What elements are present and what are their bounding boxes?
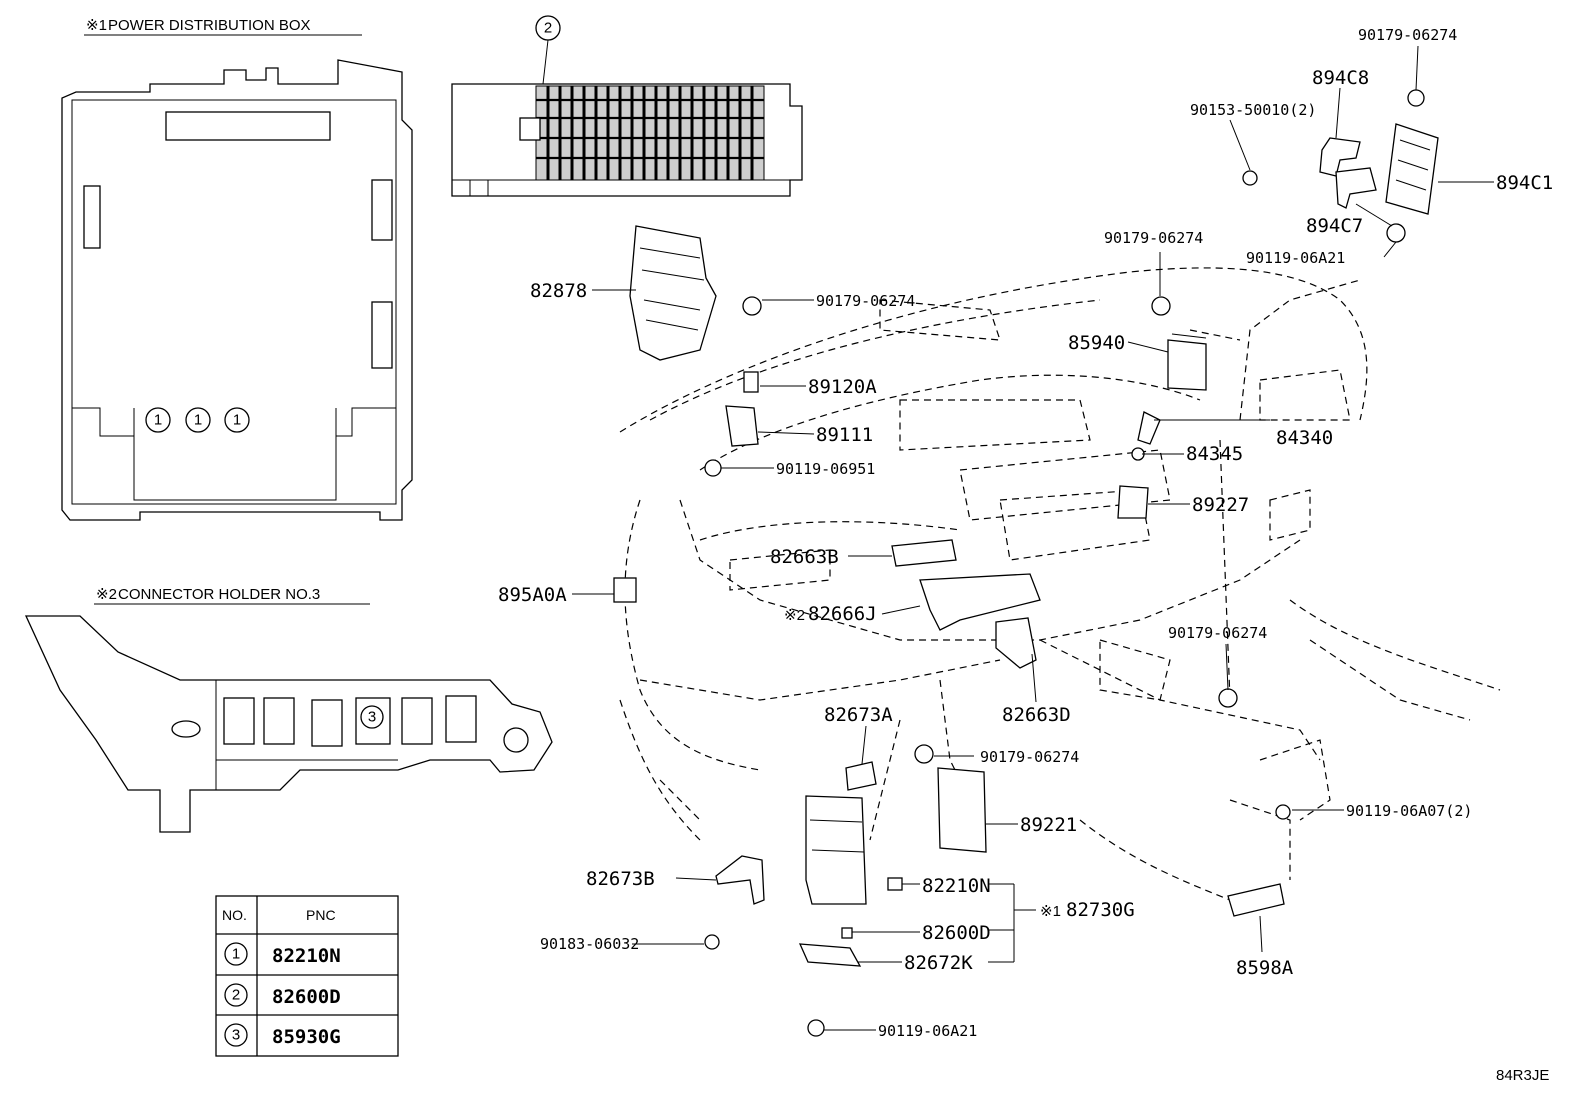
- part-82210N-fuse: [887, 877, 903, 891]
- part-89221-module: [937, 767, 987, 853]
- label-895A0A: 895A0A: [498, 584, 567, 606]
- callout-labels: 90179-06274 894C8 90153-50010(2) 894C1 8…: [498, 26, 1553, 1040]
- label-90119-06A21-bottom: 90119-06A21: [878, 1022, 977, 1040]
- label-894C8: 894C8: [1312, 67, 1369, 89]
- label-82730G: 82730G: [1066, 899, 1135, 921]
- part-82730G-junction-block: [805, 795, 867, 905]
- pdb-marker-1a: 1: [154, 412, 162, 429]
- label-90119-06A07: 90119-06A07(2): [1346, 802, 1472, 820]
- label-84345: 84345: [1186, 443, 1243, 465]
- label-90179-06274-right: 90179-06274: [1168, 624, 1267, 642]
- table-row-3-no: 3: [232, 1027, 240, 1044]
- part-894C1-module: [1385, 123, 1439, 215]
- table-row-3-pnc: 85930G: [272, 1026, 341, 1048]
- inset-power-distribution-box: ※1 POWER DISTRIBUTION BOX 1 1 1: [61, 17, 413, 521]
- part-82673B-bracket: [715, 855, 765, 905]
- inset-1-mark: ※1: [86, 17, 107, 34]
- label-89111: 89111: [816, 424, 873, 446]
- inset-2-title: CONNECTOR HOLDER NO.3: [118, 586, 320, 603]
- label-90153-50010: 90153-50010(2): [1190, 101, 1316, 119]
- label-82210N: 82210N: [922, 875, 991, 897]
- inset-connector-holder: ※2 CONNECTOR HOLDER NO.3 3: [24, 586, 553, 833]
- part-894C7-bracket: [1335, 167, 1377, 209]
- connector-holder-outline: [24, 615, 553, 833]
- pdb-marker-1b: 1: [194, 412, 202, 429]
- junction-block-unit: 2: [451, 15, 803, 197]
- instrument-panel-phantom: [619, 267, 1501, 901]
- label-82663B: 82663B: [770, 546, 839, 568]
- label-894C1: 894C1: [1496, 172, 1553, 194]
- pdb-fuse-markers: 1 1 1: [145, 407, 250, 433]
- table-header-pnc: PNC: [306, 907, 336, 923]
- part-895A0A-sensor: [613, 577, 637, 603]
- pnc-table: NO. PNC 1 82210N 2 82600D 3 85930G: [215, 895, 399, 1057]
- part-894C8-bracket: [1319, 137, 1361, 177]
- label-82666J: 82666J: [808, 603, 877, 625]
- label-82878: 82878: [530, 280, 587, 302]
- label-90183-06032: 90183-06032: [540, 935, 639, 953]
- part-82673A-bracket: [845, 761, 877, 791]
- table-row-1-no: 1: [232, 946, 240, 963]
- label-82730G-mark: ※1: [1040, 903, 1061, 920]
- label-89221: 89221: [1020, 814, 1077, 836]
- part-82666J-holder: [919, 573, 1041, 631]
- fasteners: [704, 89, 1425, 1037]
- label-82666J-mark: ※2: [784, 607, 805, 624]
- label-89227: 89227: [1192, 494, 1249, 516]
- power-distribution-box-outline: [61, 59, 413, 521]
- label-90179-06274-center: 90179-06274: [980, 748, 1079, 766]
- part-82672K-cover: [798, 943, 862, 967]
- label-82663D: 82663D: [1002, 704, 1071, 726]
- label-90179-06274-mid: 90179-06274: [1104, 229, 1203, 247]
- label-894C7: 894C7: [1306, 215, 1363, 237]
- label-90179-06274-left: 90179-06274: [816, 292, 915, 310]
- label-8598A: 8598A: [1236, 957, 1294, 979]
- part-84340-switch: [1137, 411, 1161, 445]
- table-row-2-no: 2: [232, 987, 240, 1004]
- label-82672K: 82672K: [904, 952, 973, 974]
- table-row-1-pnc: 82210N: [272, 945, 341, 967]
- label-90119-06951: 90119-06951: [776, 460, 875, 478]
- label-85940: 85940: [1068, 332, 1125, 354]
- label-90179-06274-top: 90179-06274: [1358, 26, 1457, 44]
- label-82600D: 82600D: [922, 922, 991, 944]
- part-82600D-relay: [841, 927, 853, 939]
- label-84340: 84340: [1276, 427, 1333, 449]
- diagram-code: 84R3JE: [1496, 1067, 1549, 1084]
- label-89120A: 89120A: [808, 376, 877, 398]
- part-89227-module: [1117, 485, 1149, 519]
- part-85940-relay: [1167, 333, 1207, 391]
- label-82673B: 82673B: [586, 868, 655, 890]
- part-82663D-bracket: [995, 617, 1037, 669]
- holder-marker-3: 3: [368, 709, 376, 726]
- label-90119-06A21-top: 90119-06A21: [1246, 249, 1345, 267]
- pdb-label-plate: [165, 111, 331, 141]
- junction-block-terminal-grid: [535, 85, 765, 181]
- label-82673A: 82673A: [824, 704, 893, 726]
- part-82663B-connector: [891, 539, 957, 567]
- part-8598A-module: [1227, 883, 1285, 917]
- leader-lines: [572, 45, 1494, 1031]
- part-82878-bracket: [629, 225, 717, 361]
- table-header-no: NO.: [222, 907, 247, 923]
- top-unit-marker: 2: [544, 20, 552, 37]
- table-row-2-pnc: 82600D: [272, 986, 341, 1008]
- inset-1-title: POWER DISTRIBUTION BOX: [108, 17, 311, 34]
- inset-2-mark: ※2: [96, 586, 117, 603]
- pdb-marker-1c: 1: [233, 412, 241, 429]
- part-89120A-sensor: [743, 371, 759, 393]
- part-89111-receiver: [725, 405, 759, 447]
